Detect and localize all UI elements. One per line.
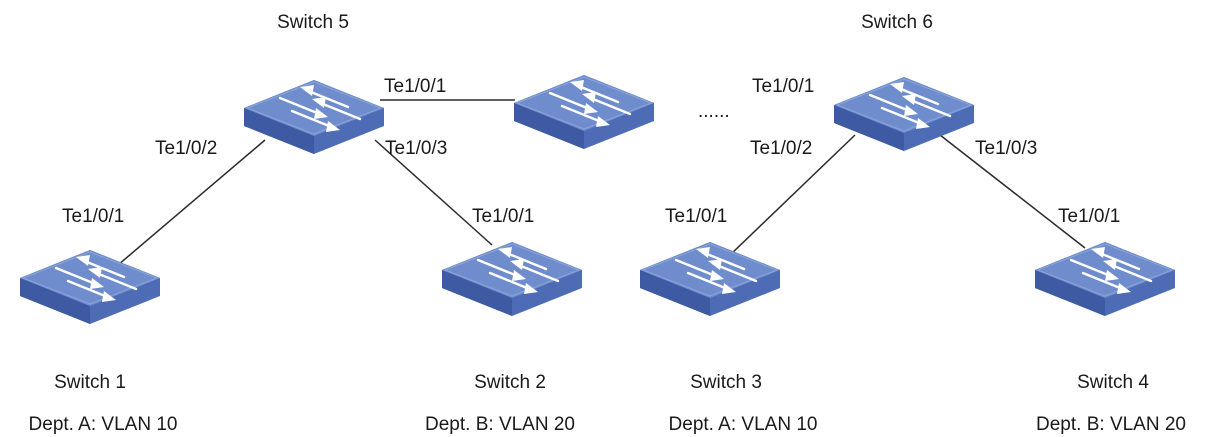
port-label-s6-left: Te1/0/1 (752, 76, 814, 97)
link-s5-to-s1 (117, 139, 266, 266)
link-s6-to-s3 (729, 134, 856, 256)
port-label-s5-to-mid: Te1/0/1 (384, 76, 446, 97)
switch-6-label: Switch 6 (861, 12, 933, 33)
port-label-s6-to-s3: Te1/0/2 (750, 138, 812, 159)
port-label-s3-up: Te1/0/1 (665, 206, 727, 227)
switch-5-label: Switch 5 (277, 12, 349, 33)
switch-3-icon[interactable] (638, 240, 782, 318)
switch-5-icon[interactable] (242, 78, 386, 156)
port-label-s6-to-s4: Te1/0/3 (975, 138, 1037, 159)
switch-1-label: Switch 1 (54, 372, 126, 393)
switch-2-icon[interactable] (440, 240, 584, 318)
port-label-s5-to-s1: Te1/0/2 (155, 138, 217, 159)
switch-1-vlan: Dept. A: VLAN 10 (29, 414, 178, 435)
switch-1-icon[interactable] (18, 248, 162, 326)
switch-4-vlan: Dept. B: VLAN 20 (1036, 414, 1186, 435)
link-s6-to-s4 (939, 134, 1086, 249)
links (117, 99, 1086, 266)
switch-3-vlan: Dept. A: VLAN 10 (669, 414, 818, 435)
switch-4-icon[interactable] (1033, 240, 1177, 318)
intermediate-switch-icon[interactable] (512, 73, 656, 151)
link-s5-to-s2 (374, 139, 493, 246)
port-label-s4-up: Te1/0/1 (1058, 206, 1120, 227)
port-label-s2-up: Te1/0/1 (472, 206, 534, 227)
port-label-s1-up: Te1/0/1 (62, 206, 124, 227)
switch-2-vlan: Dept. B: VLAN 20 (425, 414, 575, 435)
switch-3-label: Switch 3 (690, 372, 762, 393)
port-label-s5-to-s2: Te1/0/3 (385, 138, 447, 159)
switch-2-label: Switch 2 (474, 372, 546, 393)
switch-6-icon[interactable] (832, 75, 976, 153)
switch-4-label: Switch 4 (1077, 372, 1149, 393)
ellipsis-continuation: ...... (698, 101, 730, 122)
